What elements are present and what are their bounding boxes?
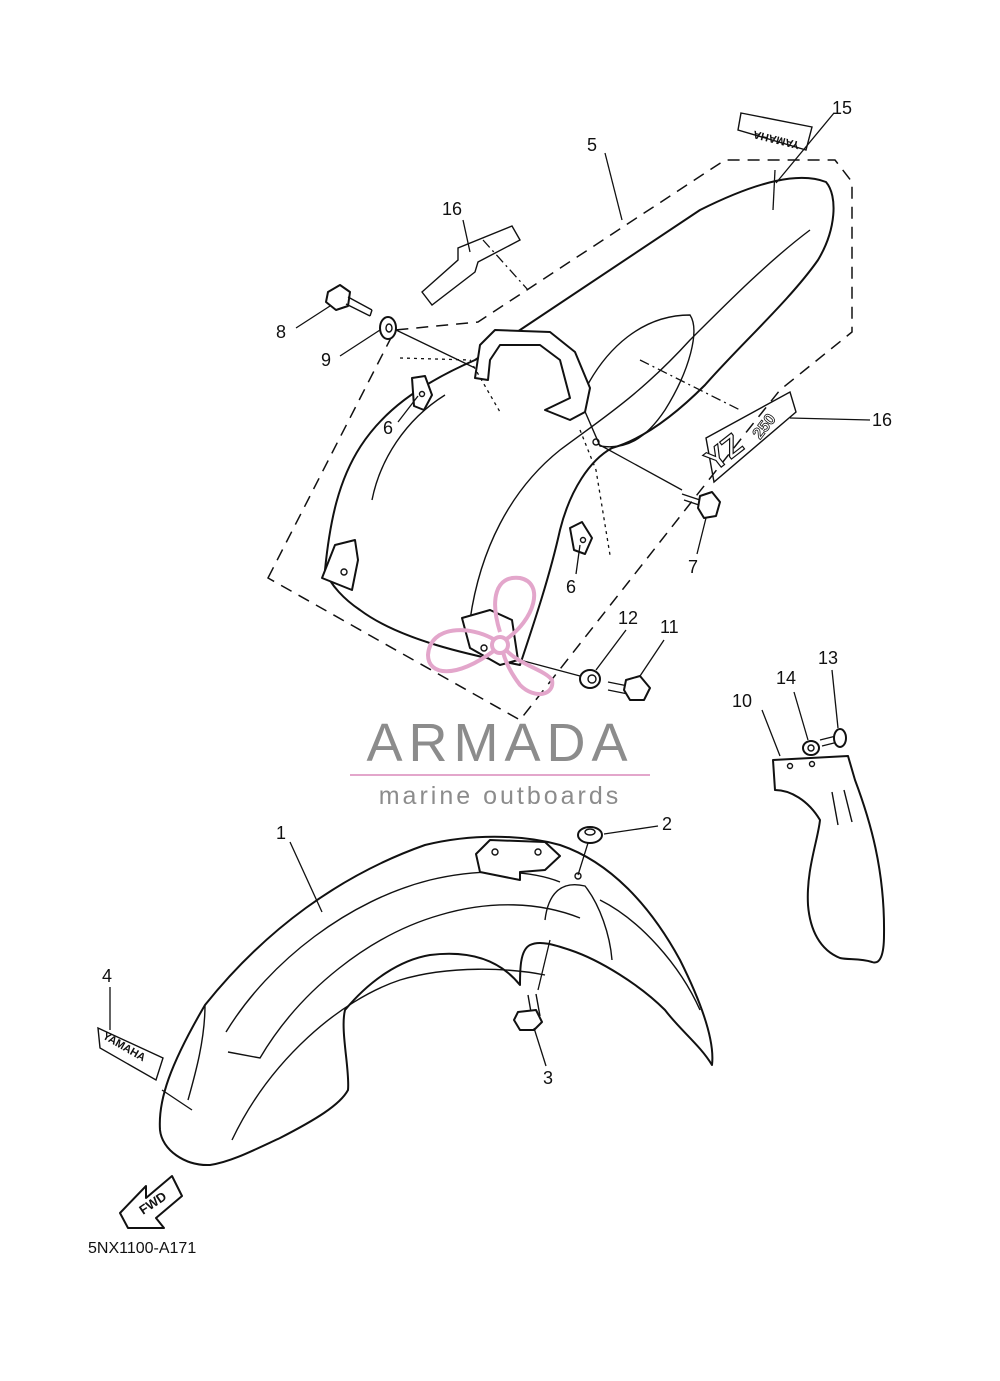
callout-labels: 5 16 15 16 8 9 6 6 7 12 11 10 14 13 1 2 … <box>102 98 892 1088</box>
callout-6-upper: 6 <box>383 418 393 438</box>
washer-14[interactable] <box>802 740 820 756</box>
callout-7: 7 <box>688 557 698 577</box>
front-fender-ridge-3 <box>231 968 546 1141</box>
decal-16-upper <box>421 225 521 306</box>
washer-9[interactable] <box>379 316 476 369</box>
bolt-11[interactable] <box>607 675 651 701</box>
front-fender-ridge-2 <box>227 904 581 1059</box>
callout-5: 5 <box>587 135 597 155</box>
decal-15-yamaha: YAMAHA <box>737 112 813 151</box>
callout-4: 4 <box>102 966 112 986</box>
callout-leaders <box>109 112 871 1111</box>
collar-2[interactable] <box>577 826 603 876</box>
callout-15: 15 <box>832 98 852 118</box>
callout-9: 9 <box>321 350 331 370</box>
watermark-title: ARMADA <box>366 713 634 773</box>
callout-13: 13 <box>818 648 838 668</box>
clip-nut-6-lower[interactable] <box>569 521 593 555</box>
rear-fender-inner-curve <box>469 229 811 621</box>
watermark-divider <box>350 774 650 776</box>
rear-fender-mount-bracket <box>474 329 591 421</box>
front-fender-inner-edge <box>187 1004 206 1101</box>
callout-8: 8 <box>276 322 286 342</box>
callout-1: 1 <box>276 823 286 843</box>
front-fender[interactable] <box>158 835 714 1167</box>
svg-text:250: 250 <box>750 411 780 443</box>
callout-12: 12 <box>618 608 638 628</box>
rear-fender-ridge <box>371 394 446 501</box>
rear-fender-assembly-outline <box>267 159 853 721</box>
callout-10: 10 <box>732 691 752 711</box>
fwd-direction-arrow: FWD <box>119 1175 183 1229</box>
callout-11: 11 <box>660 617 679 637</box>
svg-text:YZ: YZ <box>699 428 750 478</box>
rear-fender-front-tab <box>321 539 359 591</box>
callout-14: 14 <box>776 668 796 688</box>
collar-12[interactable] <box>519 659 601 689</box>
bolt-8[interactable] <box>325 284 373 317</box>
callout-16-lower: 16 <box>872 410 892 430</box>
decal-16-yz250: YZ 250 <box>698 390 797 484</box>
diagram-code: 5NX1100-A171 <box>88 1240 197 1257</box>
callout-6-lower: 6 <box>566 577 576 597</box>
watermark-subtitle: marine outboards <box>378 782 622 810</box>
screw-13[interactable] <box>819 728 847 748</box>
svg-text:YAMAHA: YAMAHA <box>752 128 801 151</box>
propeller-logo <box>425 575 555 696</box>
rear-fender-side-scoop <box>579 314 695 448</box>
number-plate-10[interactable] <box>772 755 886 964</box>
callout-2: 2 <box>662 814 672 834</box>
decal-4-yamaha: YAMAHA <box>97 1026 164 1082</box>
front-fender-rear-fin <box>599 899 701 1011</box>
rear-fender-group: YAMAHA YZ 250 <box>267 112 853 721</box>
bolt-3[interactable] <box>513 939 551 1031</box>
callout-16-upper: 16 <box>442 199 462 219</box>
front-fender-lower-fin <box>544 884 613 961</box>
bolt-7[interactable] <box>597 443 721 519</box>
callout-3: 3 <box>543 1068 553 1088</box>
